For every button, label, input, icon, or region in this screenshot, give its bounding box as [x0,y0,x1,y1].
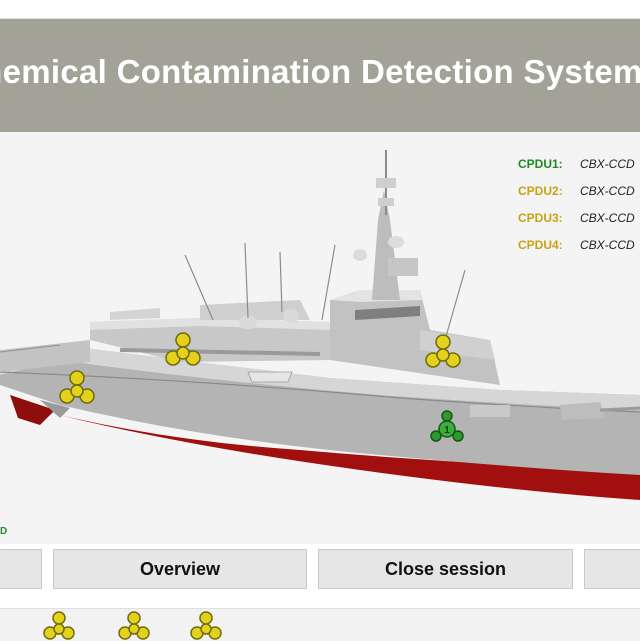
hull-waterline [20,405,640,500]
close-session-button[interactable]: Close session [318,549,573,589]
legend-value: CBX-CCD [580,210,635,225]
legend-value: CBX-CCD [580,183,635,198]
legend-row-cpdu3: CPDU3: CBX-CCD [518,204,640,231]
left-button[interactable] [0,549,42,589]
bottom-marker-2[interactable] [116,609,152,641]
overview-button[interactable]: Overview [53,549,307,589]
hull [0,345,640,475]
legend-key: CPDU4: [518,237,563,252]
hazard-icon [118,611,150,640]
right-button[interactable] [584,549,640,589]
cpdu-marker-mid[interactable] [162,330,204,372]
bottom-marker-1[interactable] [41,609,77,641]
sensor-legend: CPDU1: CBX-CCD CPDU2: CBX-CCD CPDU3: CBX… [518,150,640,258]
cpdu-marker-aft[interactable] [56,368,98,410]
status-text: D [0,526,8,537]
legend-key: CPDU2: [518,183,563,198]
legend-row-cpdu4: CPDU4: CBX-CCD [518,231,640,258]
bottom-marker-3[interactable] [188,609,224,641]
cpdu-marker-fwd[interactable] [422,332,464,374]
bridge [330,290,500,385]
hazard-icon [190,611,222,640]
cpdu1-marker-label: 1 [444,425,450,436]
hazard-icon [59,370,95,404]
title-bar: Chemical Contamination Detection System [0,19,640,132]
hazard-icon [165,332,201,366]
cpdu1-marker[interactable]: 1 [427,408,467,448]
page-title: Chemical Contamination Detection System [0,53,640,90]
hazard-icon [430,410,464,442]
legend-row-cpdu1: CPDU1: CBX-CCD [518,150,640,177]
legend-value: CBX-CCD [580,237,635,252]
legend-row-cpdu2: CPDU2: CBX-CCD [518,177,640,204]
hazard-icon [43,611,75,640]
legend-key: CPDU3: [518,210,563,225]
hazard-icon [425,334,461,368]
legend-value: CBX-CCD [580,156,635,171]
legend-key: CPDU1: [518,156,563,171]
bottom-strip [0,608,640,641]
window-top-edge [0,0,640,19]
